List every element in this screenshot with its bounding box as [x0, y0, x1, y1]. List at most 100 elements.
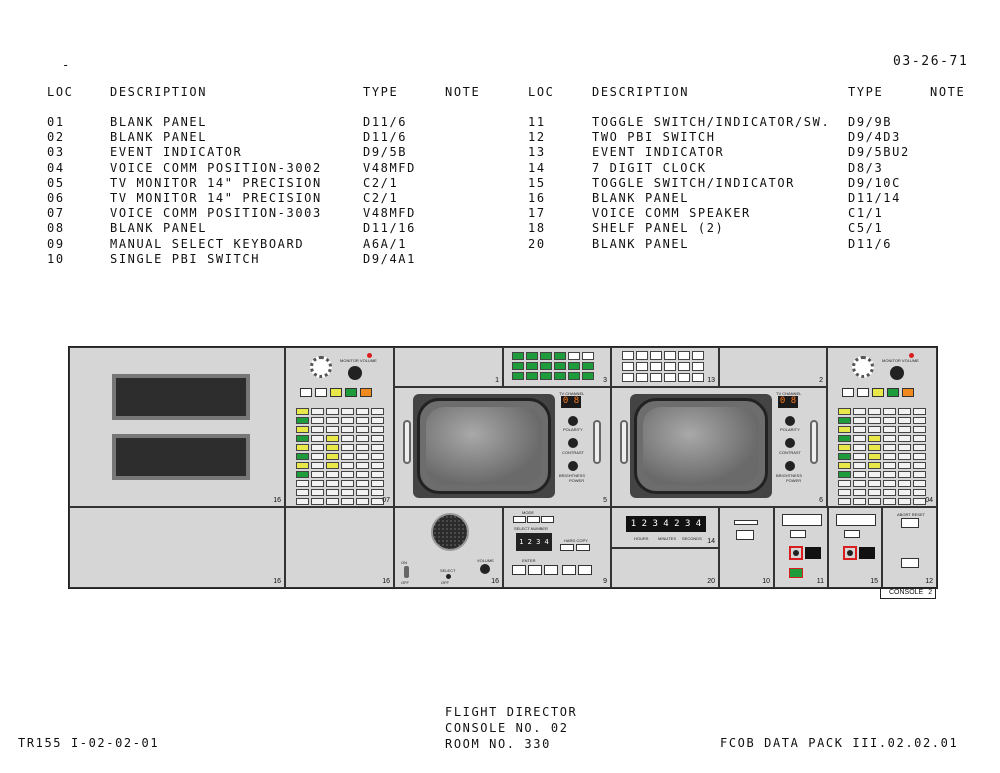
volume-knob-icon[interactable]: [348, 366, 362, 380]
comm-key[interactable]: [371, 462, 384, 469]
comm-key[interactable]: [838, 426, 851, 433]
handle-icon[interactable]: [403, 420, 411, 464]
comm-key[interactable]: [883, 435, 896, 442]
comm-key[interactable]: [898, 471, 911, 478]
function-button[interactable]: [330, 388, 342, 397]
comm-key[interactable]: [341, 480, 354, 487]
comm-key[interactable]: [296, 444, 309, 451]
comm-key[interactable]: [371, 453, 384, 460]
comm-key[interactable]: [356, 417, 369, 424]
toggle-guard-icon[interactable]: [789, 546, 803, 560]
comm-key[interactable]: [326, 417, 339, 424]
comm-key[interactable]: [838, 453, 851, 460]
comm-key[interactable]: [913, 444, 926, 451]
comm-key[interactable]: [853, 408, 866, 415]
enter-button[interactable]: [544, 565, 558, 575]
comm-key[interactable]: [853, 489, 866, 496]
comm-key[interactable]: [913, 462, 926, 469]
comm-key[interactable]: [853, 480, 866, 487]
comm-key[interactable]: [898, 480, 911, 487]
comm-key[interactable]: [371, 417, 384, 424]
comm-key[interactable]: [868, 489, 881, 496]
comm-key[interactable]: [356, 462, 369, 469]
comm-key[interactable]: [371, 444, 384, 451]
comm-key[interactable]: [371, 480, 384, 487]
comm-key[interactable]: [311, 435, 324, 442]
function-button[interactable]: [300, 388, 312, 397]
volume-knob-icon[interactable]: [890, 366, 904, 380]
comm-key[interactable]: [311, 444, 324, 451]
comm-key[interactable]: [853, 444, 866, 451]
mode-button[interactable]: [541, 516, 554, 523]
comm-key[interactable]: [326, 489, 339, 496]
comm-key[interactable]: [913, 417, 926, 424]
comm-key[interactable]: [868, 426, 881, 433]
comm-key[interactable]: [883, 489, 896, 496]
comm-key[interactable]: [838, 417, 851, 424]
pbi-switch[interactable]: [736, 530, 754, 540]
comm-key[interactable]: [853, 435, 866, 442]
comm-key[interactable]: [356, 453, 369, 460]
comm-key[interactable]: [868, 462, 881, 469]
comm-key[interactable]: [913, 435, 926, 442]
comm-key[interactable]: [341, 417, 354, 424]
comm-key[interactable]: [311, 471, 324, 478]
polarity-knob-icon[interactable]: [785, 416, 795, 426]
comm-key[interactable]: [913, 471, 926, 478]
comm-key[interactable]: [326, 471, 339, 478]
comm-key[interactable]: [311, 453, 324, 460]
function-button[interactable]: [872, 388, 884, 397]
comm-key[interactable]: [296, 417, 309, 424]
contrast-knob-icon[interactable]: [568, 438, 578, 448]
comm-key[interactable]: [341, 489, 354, 496]
comm-key[interactable]: [326, 426, 339, 433]
abort-reset-button[interactable]: [901, 518, 919, 528]
comm-key[interactable]: [913, 480, 926, 487]
comm-key[interactable]: [341, 444, 354, 451]
toggle-guard-icon[interactable]: [843, 546, 857, 560]
comm-key[interactable]: [296, 435, 309, 442]
function-button[interactable]: [315, 388, 327, 397]
comm-key[interactable]: [883, 444, 896, 451]
comm-key[interactable]: [326, 453, 339, 460]
comm-key[interactable]: [898, 435, 911, 442]
function-button[interactable]: [902, 388, 914, 397]
comm-key[interactable]: [898, 417, 911, 424]
pbi-button[interactable]: [734, 520, 758, 525]
comm-key[interactable]: [883, 471, 896, 478]
comm-key[interactable]: [356, 435, 369, 442]
volume-knob-icon[interactable]: [480, 564, 490, 574]
comm-key[interactable]: [898, 489, 911, 496]
comm-key[interactable]: [883, 480, 896, 487]
handle-icon[interactable]: [593, 420, 601, 464]
comm-key[interactable]: [371, 435, 384, 442]
comm-key[interactable]: [853, 453, 866, 460]
comm-key[interactable]: [356, 426, 369, 433]
comm-key[interactable]: [326, 480, 339, 487]
comm-key[interactable]: [853, 498, 866, 505]
comm-key[interactable]: [296, 462, 309, 469]
toggle-switch-icon[interactable]: [847, 550, 853, 556]
comm-key[interactable]: [371, 471, 384, 478]
comm-key[interactable]: [898, 498, 911, 505]
comm-key[interactable]: [913, 498, 926, 505]
comm-key[interactable]: [853, 471, 866, 478]
handle-icon[interactable]: [620, 420, 628, 464]
comm-key[interactable]: [296, 498, 309, 505]
function-button[interactable]: [842, 388, 854, 397]
comm-key[interactable]: [341, 426, 354, 433]
pbi-button[interactable]: [901, 558, 919, 568]
comm-key[interactable]: [883, 453, 896, 460]
comm-key[interactable]: [296, 408, 309, 415]
comm-key[interactable]: [341, 453, 354, 460]
comm-key[interactable]: [898, 453, 911, 460]
polarity-knob-icon[interactable]: [568, 416, 578, 426]
comm-key[interactable]: [883, 417, 896, 424]
comm-key[interactable]: [913, 453, 926, 460]
comm-key[interactable]: [341, 435, 354, 442]
comm-key[interactable]: [341, 498, 354, 505]
comm-key[interactable]: [898, 462, 911, 469]
hard-copy-button[interactable]: [560, 544, 574, 551]
comm-key[interactable]: [341, 471, 354, 478]
comm-key[interactable]: [913, 408, 926, 415]
